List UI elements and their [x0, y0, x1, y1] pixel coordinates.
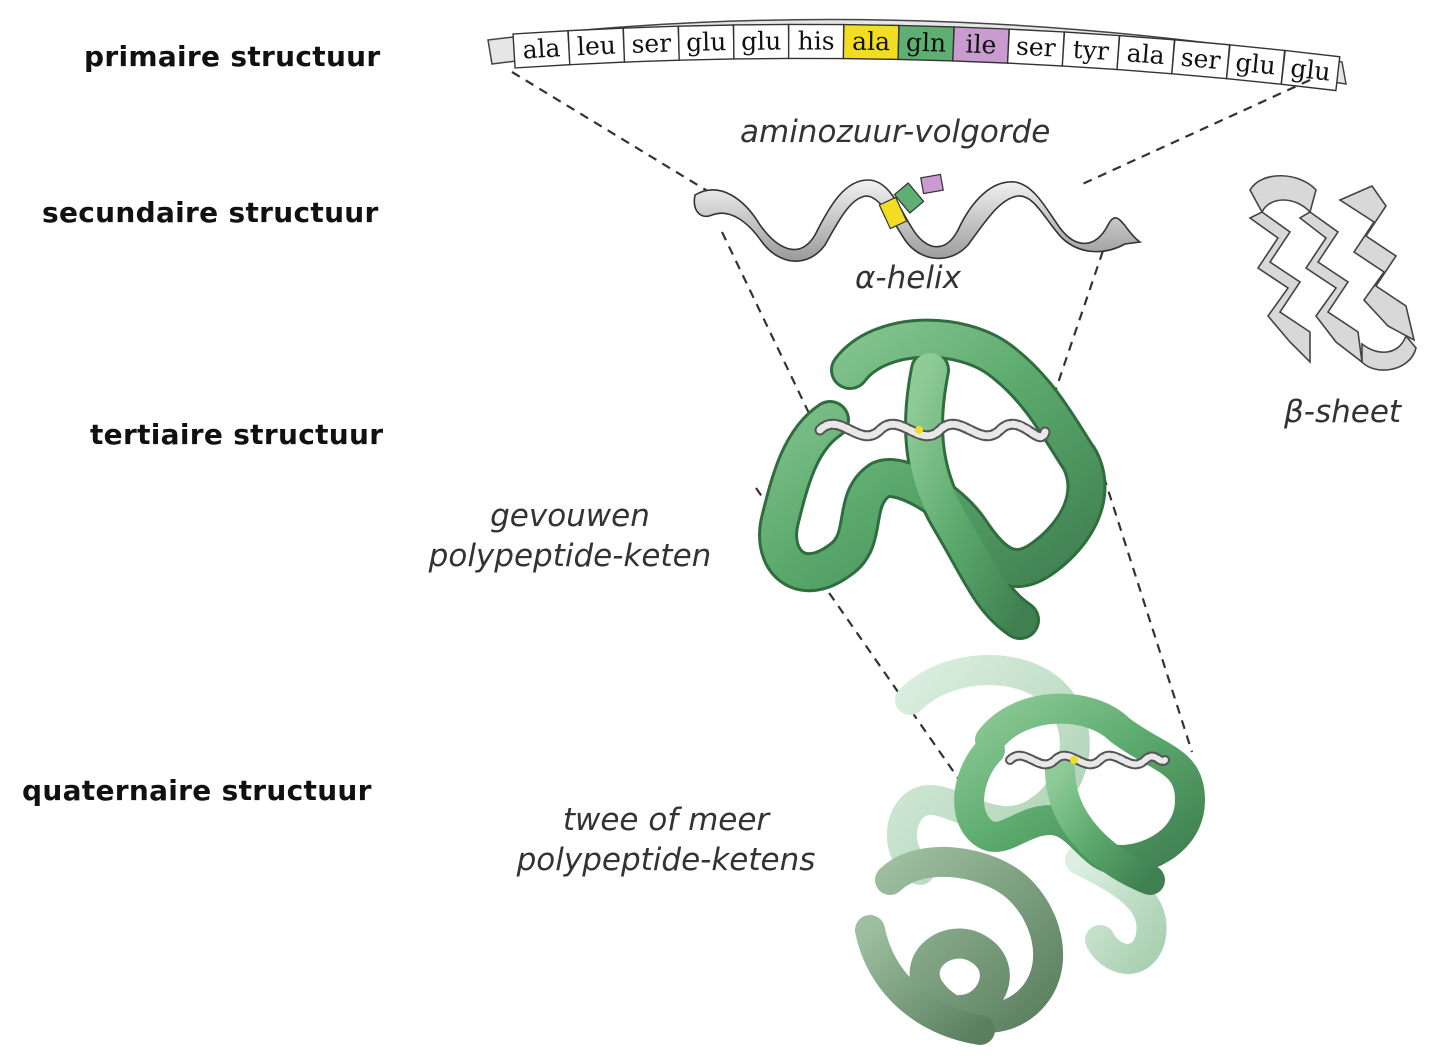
amino-acid-cell: glu [1280, 49, 1341, 92]
amino-acid-label: ser [1180, 43, 1222, 75]
amino-acid-box [1280, 49, 1341, 92]
caption-folded-line-1: gevouwen [490, 498, 650, 534]
amino-acid-label: glu [686, 27, 727, 57]
amino-acid-label: his [798, 26, 835, 55]
label-secondary-structure: secundaire structuur [42, 196, 379, 229]
amino-acid-label: glu [1234, 48, 1277, 81]
amino-acid-label: tyr [1072, 35, 1110, 66]
caption-alpha-helix: α-helix [855, 260, 961, 296]
caption-multi-line-1: twee of meer [562, 802, 770, 838]
amino-acid-cell: glu [677, 24, 735, 61]
caption-multiple-chains: twee of meer polypeptide-ketens [498, 800, 834, 880]
amino-acid-cell: ser [1006, 28, 1065, 67]
amino-acid-label: gln [906, 28, 947, 58]
amino-acid-cell: gln [897, 24, 955, 62]
amino-acid-cell: glu [1225, 44, 1286, 86]
amino-acid-cell: his [787, 23, 845, 60]
amino-acid-label: leu [576, 30, 616, 61]
amino-acid-cell: ala [512, 29, 571, 69]
beta-sheet [1248, 174, 1417, 371]
label-primary-structure: primaire structuur [84, 40, 381, 73]
amino-acid-label: ala [522, 33, 562, 64]
caption-beta-sheet: β-sheet [1284, 394, 1402, 430]
alpha-helix-ribbon [693, 173, 1143, 262]
amino-acid-cell: glu [732, 23, 790, 60]
amino-acid-cell: tyr [1061, 31, 1121, 71]
amino-acid-cell: ile [952, 26, 1010, 64]
caption-folded-chain: gevouwen polypeptide-keten [412, 496, 728, 576]
caption-multi-line-2: polypeptide-ketens [516, 842, 816, 878]
amino-acid-cell: ser [622, 25, 681, 63]
amino-acid-label: ile [965, 29, 997, 59]
amino-acid-label: glu [1289, 53, 1332, 86]
amino-acid-cell: ala [1116, 34, 1176, 75]
tertiary-folded-chain [758, 318, 1107, 640]
amino-acid-label: ala [1126, 38, 1166, 70]
amino-acid-label: ser [631, 28, 672, 58]
amino-acid-label: ala [852, 27, 890, 57]
label-quaternary-structure: quaternaire structuur [22, 774, 372, 807]
amino-acid-cell: ser [1171, 39, 1231, 80]
amino-acid-label: ser [1015, 32, 1056, 63]
label-tertiary-structure: tertiaire structuur [90, 418, 384, 451]
amino-acid-label: glu [741, 27, 781, 56]
amino-acid-cell: leu [567, 27, 626, 66]
caption-amino-acid-sequence: aminozuur-volgorde [740, 114, 1051, 150]
caption-folded-line-2: polypeptide-keten [428, 538, 712, 574]
connector-lines [511, 71, 1311, 779]
quaternary-complex [855, 655, 1205, 1045]
amino-acid-cell: ala [842, 23, 900, 61]
